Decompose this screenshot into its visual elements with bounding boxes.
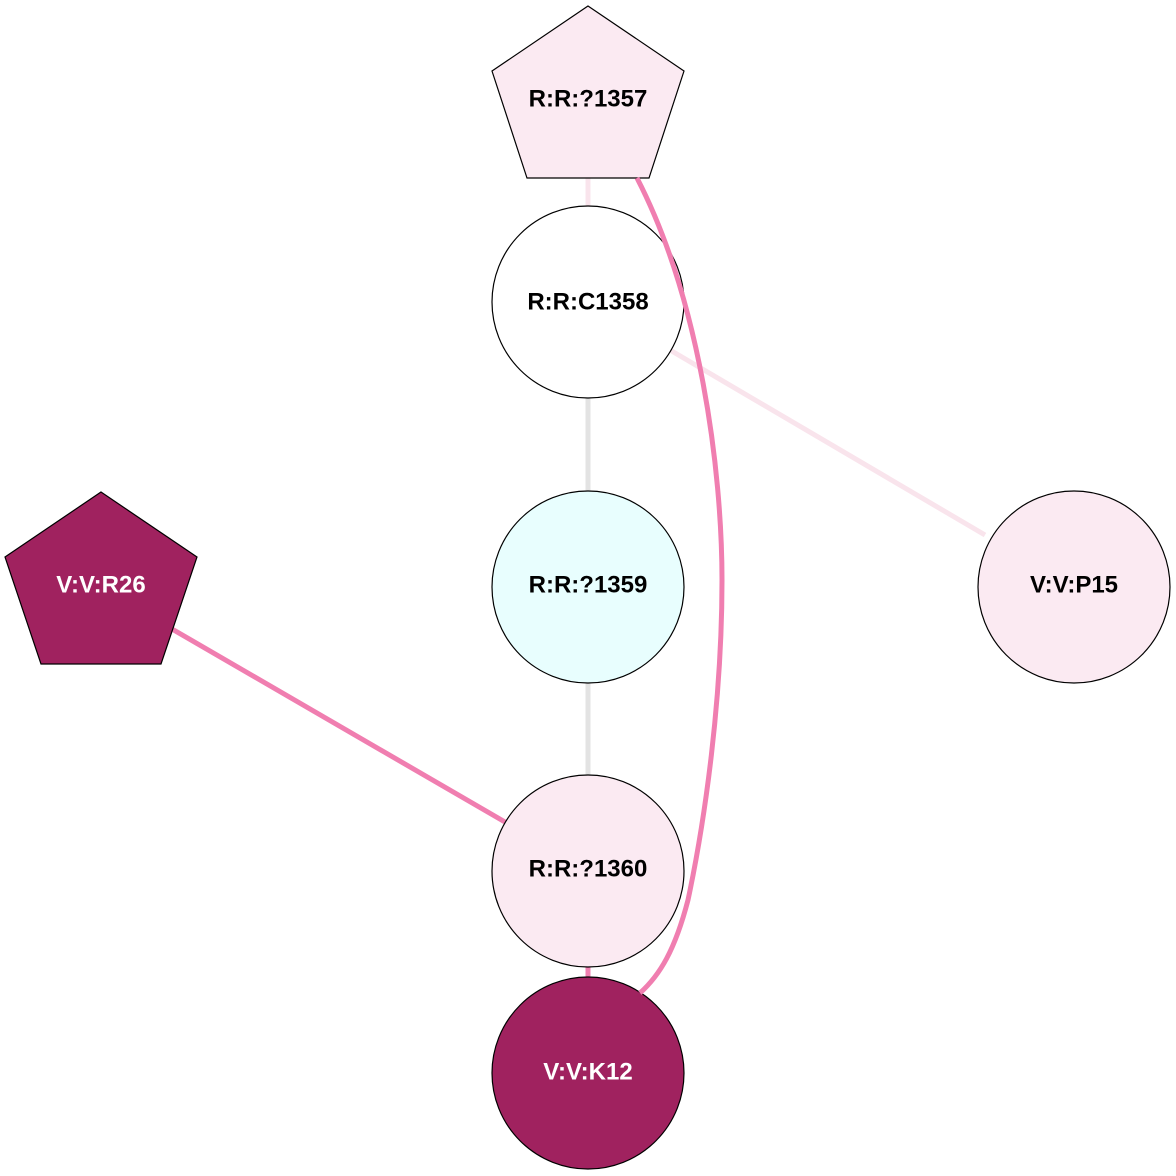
node-c1358[interactable]: R:R:C1358 bbox=[491, 205, 685, 399]
node-label: R:R:?1359 bbox=[529, 572, 648, 599]
edge-r26-1360 bbox=[170, 626, 507, 825]
node-label: R:R:?1357 bbox=[529, 86, 648, 113]
node-label: R:R:?1360 bbox=[529, 856, 648, 883]
node-r1359[interactable]: R:R:?1359 bbox=[491, 490, 685, 684]
node-label: V:V:P15 bbox=[1030, 572, 1118, 599]
node-label: R:R:C1358 bbox=[527, 289, 648, 316]
node-p15[interactable]: V:V:P15 bbox=[977, 490, 1171, 684]
edges bbox=[170, 178, 987, 978]
node-label: V:V:K12 bbox=[543, 1059, 632, 1086]
node-r1357[interactable]: R:R:?1357 bbox=[491, 5, 685, 179]
node-label: V:V:R26 bbox=[56, 572, 145, 599]
node-r1360[interactable]: R:R:?1360 bbox=[491, 774, 685, 968]
node-r26[interactable]: V:V:R26 bbox=[4, 491, 198, 665]
edge-1357-k12 bbox=[634, 176, 725, 995]
node-k12[interactable]: V:V:K12 bbox=[491, 976, 685, 1170]
edge-1358-p15 bbox=[668, 347, 987, 538]
